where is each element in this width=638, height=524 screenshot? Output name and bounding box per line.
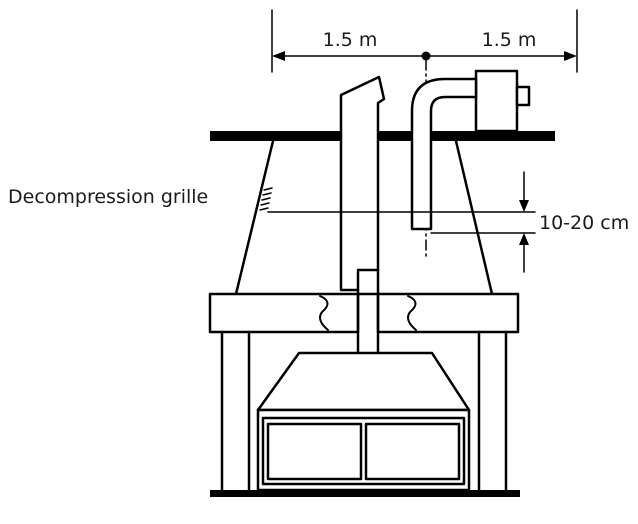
beam-break-left	[319, 295, 329, 331]
beam-break-right	[407, 295, 417, 331]
elbow-duct	[410, 77, 478, 231]
beam	[208, 292, 520, 334]
hood-frame	[261, 416, 466, 486]
decompression-grille	[259, 187, 273, 211]
ceiling-slab	[210, 131, 555, 141]
gap-label: 10-20 cm	[539, 212, 629, 234]
grille-label: Decompression grille	[8, 186, 208, 208]
hood-panel-left	[266, 422, 363, 481]
dim-center-dot	[421, 51, 431, 61]
gap-arrowhead-top	[519, 200, 529, 212]
dim-right-label: 1.5 m	[482, 29, 537, 51]
hood-panel-right	[364, 422, 461, 481]
dim-arrow-right	[564, 51, 577, 61]
chimney-flue	[339, 75, 386, 292]
dim-left-label: 1.5 m	[323, 29, 378, 51]
floor-line	[210, 490, 520, 497]
gap-arrowhead-bottom	[519, 233, 529, 245]
dim-arrow-left	[272, 51, 285, 61]
chimney-cone	[234, 139, 494, 296]
motor-unit	[474, 69, 519, 133]
hood-canopy	[256, 351, 471, 412]
motor-cap	[515, 85, 531, 107]
